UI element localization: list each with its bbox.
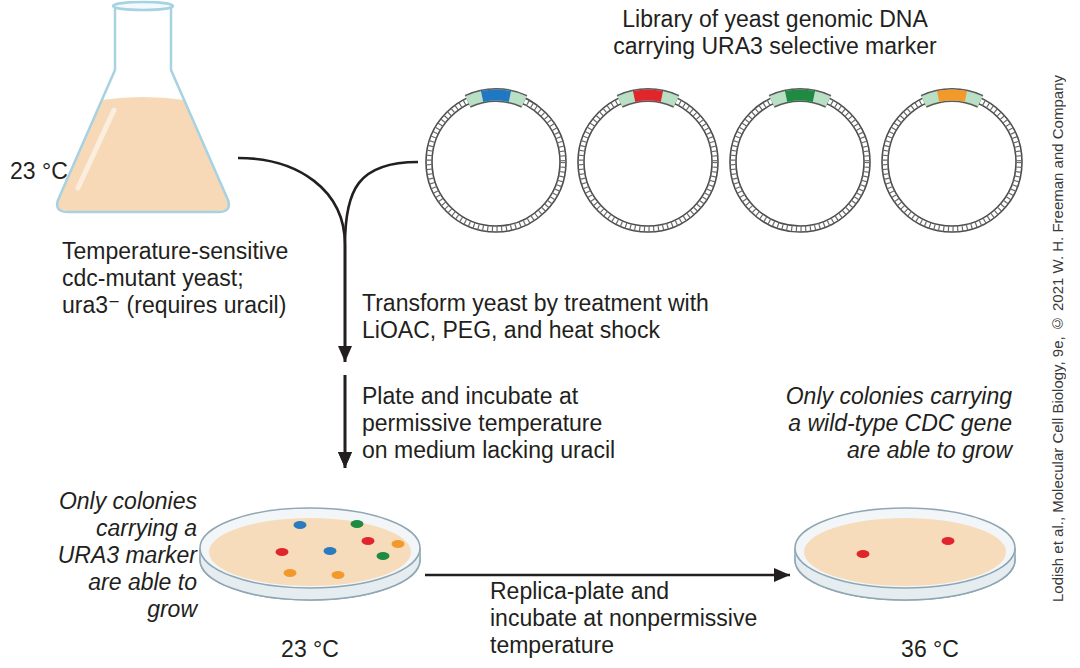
genomic-insert — [482, 95, 510, 96]
vector-band-outline — [620, 95, 677, 101]
petri-dish — [195, 468, 425, 608]
flask-liquid — [57, 97, 229, 211]
dna-strand — [888, 98, 1016, 226]
connector — [338, 162, 418, 468]
dish-rim — [200, 508, 420, 588]
dna-rungs — [429, 95, 563, 229]
vector-band-outline — [924, 95, 981, 101]
genomic-insert — [938, 95, 966, 96]
credit-line: Lodish et al., Molecular Cell Biology, 9… — [1048, 10, 1068, 602]
dna-strand — [578, 92, 718, 232]
step-note: Transform yeast by treatment with LiOAC,… — [362, 290, 722, 344]
petri-dish-node: Only colonies carrying a URA3 marker are… — [195, 468, 425, 608]
genomic-insert — [634, 95, 662, 96]
plasmid-library-node: Library of yeast genomic DNA carrying UR… — [418, 0, 1030, 240]
colony — [351, 520, 364, 528]
plasmid — [730, 92, 870, 232]
dna-strand — [426, 92, 566, 232]
flask-highlight — [78, 110, 114, 188]
dna-strand — [736, 98, 864, 226]
ura3-vector-band — [924, 95, 981, 101]
colony — [276, 548, 289, 556]
arrowhead — [774, 568, 790, 582]
strain-caption: Temperature-sensitive cdc-mutant yeast; … — [62, 238, 298, 319]
dna-strand — [730, 92, 870, 232]
vector-band-outline — [772, 95, 829, 101]
connector — [238, 158, 352, 468]
temperature-label: 23 °C — [270, 636, 350, 663]
plasmid — [426, 92, 566, 232]
connector — [425, 568, 790, 582]
ura3-vector-band — [772, 95, 829, 101]
colony — [942, 537, 955, 545]
vector-band-outline — [468, 95, 525, 101]
dna-rungs — [733, 95, 867, 229]
connector-line — [238, 158, 345, 468]
step-note: Plate and incubate at permissive tempera… — [362, 383, 624, 464]
mid-arrowhead — [338, 346, 352, 362]
result-note: Only colonies carrying a URA3 marker are… — [47, 488, 197, 623]
flask-drawing — [48, 0, 238, 216]
flask-glass — [57, 6, 229, 212]
plasmid — [882, 92, 1022, 232]
colony — [857, 550, 870, 558]
colony — [392, 540, 405, 548]
arrow-gap — [339, 362, 351, 375]
temperature-label: 23 °C — [10, 158, 80, 185]
library-heading: Library of yeast genomic DNA carrying UR… — [595, 6, 955, 60]
dna-strand — [882, 92, 1022, 232]
connector-line — [345, 162, 418, 468]
dna-strand — [584, 98, 712, 226]
colony — [332, 571, 345, 579]
colony — [294, 521, 307, 529]
flask-node: 23 °CTemperature-sensitive cdc-mutant ye… — [48, 0, 238, 216]
dna-strand — [432, 98, 560, 226]
dish-rim — [795, 508, 1015, 588]
temperature-label: 36 °C — [890, 636, 970, 663]
arrowhead — [338, 452, 352, 468]
edge-label: Replica-plate and incubate at nonpermiss… — [490, 578, 760, 659]
arrowhead — [338, 452, 352, 468]
colony — [284, 569, 297, 577]
colony — [324, 547, 337, 555]
colony — [377, 552, 390, 560]
colony — [362, 537, 375, 545]
genomic-insert — [786, 95, 814, 96]
result-note: Only colonies carrying a wild-type CDC g… — [777, 383, 1012, 464]
petri-dish-node: Only colonies carrying a wild-type CDC g… — [790, 468, 1020, 608]
dna-rungs — [885, 95, 1019, 229]
agar — [804, 518, 1006, 586]
flask-rim — [113, 2, 173, 10]
ura3-vector-band — [620, 95, 677, 101]
connector-line — [425, 574, 790, 577]
plasmid — [578, 92, 718, 232]
petri-dish — [790, 468, 1020, 608]
ura3-vector-band — [468, 95, 525, 101]
dna-rungs — [581, 95, 715, 229]
agar — [209, 518, 411, 586]
